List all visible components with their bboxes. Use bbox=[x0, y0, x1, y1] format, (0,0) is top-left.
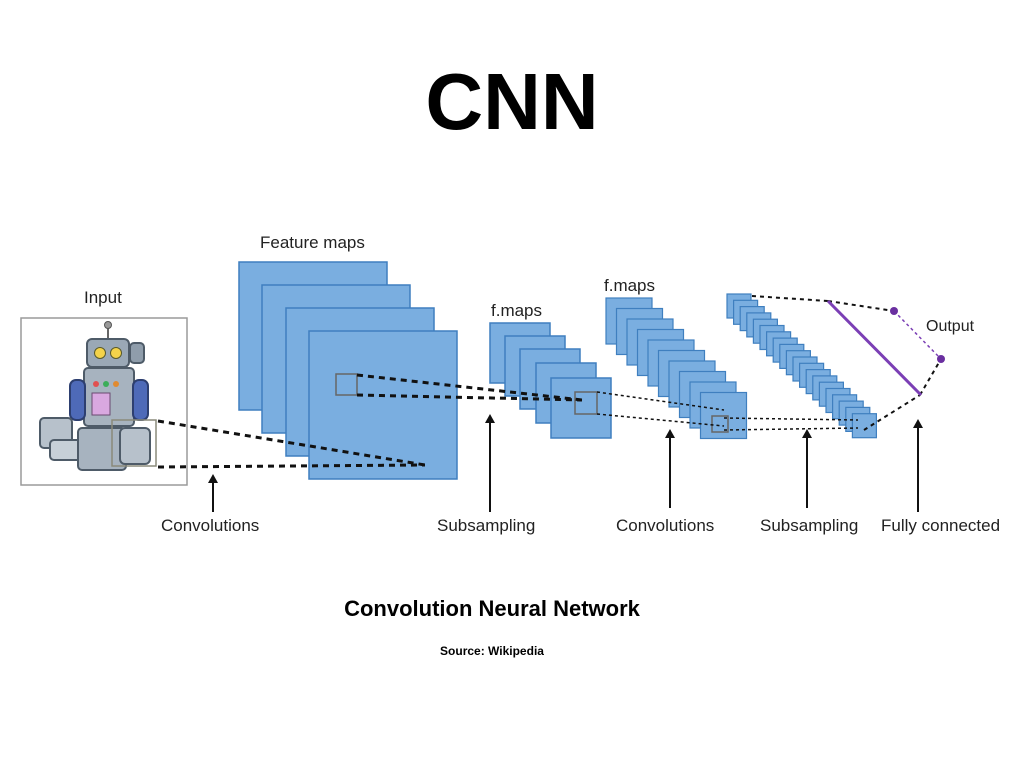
fmaps-2-label: f.maps bbox=[604, 276, 655, 295]
fmaps-stack-2 bbox=[605, 297, 748, 440]
fmaps-2-window bbox=[711, 415, 729, 433]
output-node-1 bbox=[890, 307, 898, 315]
output-link bbox=[893, 310, 942, 360]
fully-connected-connections bbox=[751, 295, 942, 431]
output-label: Output bbox=[926, 318, 975, 335]
fmaps-3-layer bbox=[851, 413, 878, 439]
fmaps-1-label: f.maps bbox=[491, 301, 542, 320]
source-credit: Source: Wikipedia bbox=[440, 644, 544, 658]
slide-title: CNN bbox=[425, 57, 599, 146]
subsample2-connections bbox=[723, 417, 859, 431]
feature-maps-label: Feature maps bbox=[260, 233, 365, 252]
fmaps-stack-3 bbox=[726, 293, 878, 439]
fully-connected-layer bbox=[826, 299, 923, 397]
subsample1-connections bbox=[356, 373, 583, 402]
stage-arrows bbox=[208, 414, 923, 512]
conv1-connections bbox=[157, 419, 426, 469]
stage-subsampling-1: Subsampling bbox=[437, 516, 535, 535]
input-image bbox=[20, 317, 188, 486]
input-label: Input bbox=[84, 288, 122, 307]
stage-convolutions-1: Convolutions bbox=[161, 516, 259, 535]
robot-illustration bbox=[39, 321, 157, 471]
output-node-2 bbox=[937, 355, 945, 363]
stage-fully-connected: Fully connected bbox=[881, 516, 1000, 535]
stage-convolutions-2: Convolutions bbox=[616, 516, 714, 535]
feature-maps-stack bbox=[238, 261, 458, 480]
slide-subtitle: Convolution Neural Network bbox=[344, 596, 640, 621]
stage-subsampling-2: Subsampling bbox=[760, 516, 858, 535]
fmaps-stack-1 bbox=[489, 322, 612, 439]
